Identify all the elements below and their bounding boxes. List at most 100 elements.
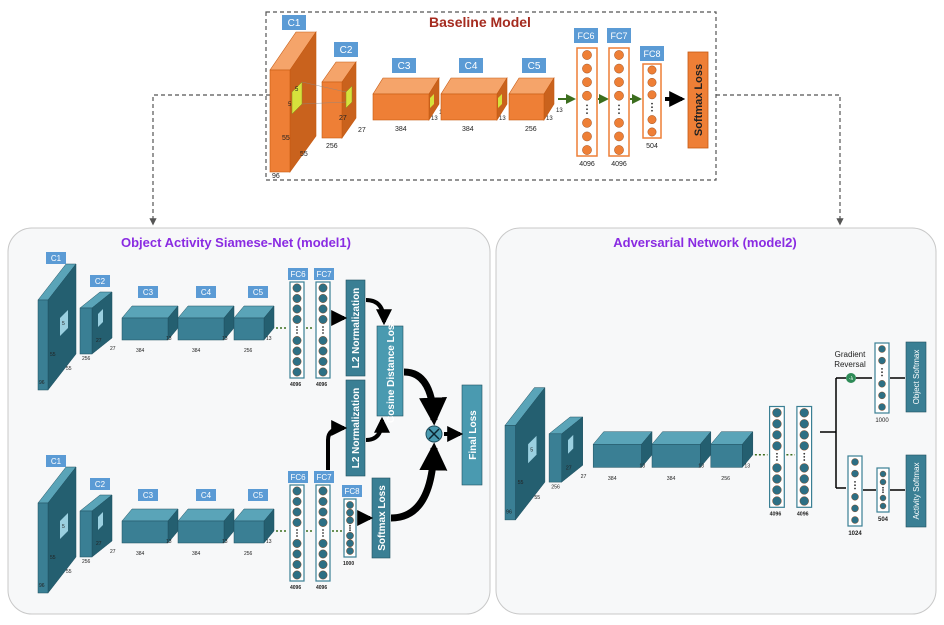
activity-fc1-ellipsis-dot [854, 487, 856, 490]
fc8-size: 504 [646, 143, 658, 150]
layer-label-c1 [46, 252, 66, 264]
fc6-neuron [292, 315, 302, 324]
layer-label-fc6 [288, 471, 308, 483]
fc6-neuron [772, 430, 782, 440]
c2-width: 27 [358, 127, 366, 134]
c1-kernel-label: 5 [62, 524, 65, 530]
object-fc-neuron [878, 391, 886, 400]
c4-depth: 384 [462, 126, 474, 133]
activity-fc1-neuron [851, 493, 859, 501]
fc7-ellipsis-dot [322, 326, 324, 328]
c2-height: 27 [566, 466, 572, 472]
activity-fc2-ellipsis-dot [882, 491, 884, 494]
final-loss-text: Final Loss [468, 410, 479, 460]
gradient-reversal-node [846, 373, 856, 383]
c4-size: 13 [499, 116, 506, 122]
c5-depth: 256 [721, 476, 730, 482]
activity-fc2-neuron [879, 470, 887, 478]
fc7-neuron [799, 430, 809, 440]
c5-size: 13 [266, 539, 272, 545]
c3-size: 13 [166, 336, 172, 342]
model1-bottom-tower: C15555596C22727256C338413C438413C525613F… [37, 455, 362, 594]
fc6-neuron [772, 496, 782, 506]
fc8-neuron [346, 547, 354, 555]
c1-block-front [269, 69, 291, 173]
c4-size: 13 [698, 463, 704, 469]
fc6-neuron [582, 90, 592, 101]
c1-depth: 96 [39, 380, 45, 386]
c5-size: 13 [266, 336, 272, 342]
c3-size: 13 [431, 116, 438, 122]
fc6-ellipsis-dot [296, 529, 298, 531]
fc8-ellipsis-dot [651, 102, 653, 105]
fc6-neuron [772, 441, 782, 451]
object-fc-neuron [878, 403, 886, 411]
c1-kernel [60, 513, 68, 539]
layer-label-fc7-text: FC7 [316, 270, 332, 279]
model2-heads: -λ Gradient Reversal 1000 Object Softmax… [820, 341, 927, 537]
fc6-neuron [772, 463, 782, 473]
c5-size: 13 [546, 116, 553, 122]
c1-kernel [528, 435, 537, 464]
c2-height: 27 [96, 541, 102, 547]
fc8-neuron [647, 127, 657, 137]
layer-label-c2-text: C2 [95, 277, 106, 286]
fc6-neuron [292, 304, 302, 314]
object-fc-size: 1000 [875, 418, 889, 424]
fc8-neuron [346, 539, 354, 548]
fc8-neuron [647, 115, 657, 125]
fc8-neuron [647, 65, 657, 75]
c3-depth: 384 [136, 551, 145, 557]
cosine-distance-loss [376, 325, 404, 417]
fc6-size: 4096 [770, 512, 782, 518]
fc7-neuron [318, 570, 328, 580]
c5-depth: 256 [525, 126, 537, 133]
activity-fc1-neurons [851, 458, 859, 524]
c3-size: 13 [639, 463, 645, 469]
layer-label-c1 [46, 455, 66, 467]
layer-label-c3 [138, 489, 158, 501]
c2-width: 27 [110, 549, 116, 555]
c3-depth: 384 [395, 126, 407, 133]
baseline-softmax-loss-text: Softmax Loss [693, 64, 705, 136]
softmax-to-combine-arrow [390, 442, 448, 522]
fc7-neuron [318, 539, 328, 548]
c2-block-front [79, 307, 93, 355]
fc7-neuron [799, 496, 809, 506]
fc7-neuron [318, 346, 328, 356]
c2-block-front [321, 81, 343, 139]
fc7-neuron [318, 549, 328, 559]
fc8-ellipsis-dot [651, 109, 653, 112]
gradient-reversal-label-1: Gradient [835, 350, 866, 359]
object-fc-ellipsis-dot [881, 374, 883, 377]
fc8-ellipsis-dot [349, 524, 351, 527]
c4-kernel [498, 94, 502, 108]
layer-label-c5-text: C5 [253, 288, 264, 297]
model1-softmax-loss-text: Softmax Loss [377, 485, 388, 551]
c3-size: 13 [166, 539, 172, 545]
c4-block-top [440, 77, 508, 95]
c4-block-front [440, 93, 498, 121]
object-fc-neuron [878, 345, 886, 353]
layer-label-fc7 [607, 28, 631, 43]
fc8-size: 1000 [343, 561, 354, 567]
fc7-ellipsis-dot [618, 104, 620, 107]
fc7-neuron [799, 419, 809, 429]
l2-bottom-to-cosine-arrow [365, 416, 390, 442]
object-fc-ellipsis-dot [881, 371, 883, 374]
fc6-size: 4096 [290, 382, 301, 388]
c4-depth: 384 [192, 348, 201, 354]
fc7-neuron [318, 367, 328, 377]
object-softmax-text: Object Softmax [912, 350, 921, 405]
c1-width: 55 [66, 366, 72, 372]
l2-top-to-cosine-arrow [365, 298, 392, 326]
activity-fc2-size: 504 [878, 517, 889, 523]
fc7-neuron [614, 131, 624, 142]
fc6-size: 4096 [579, 161, 595, 168]
layer-label-fc6 [574, 28, 598, 43]
fc7-neuron [614, 90, 624, 101]
c1-kernel-label-a: 5 [295, 87, 299, 93]
c1-block-front [504, 425, 516, 521]
fc6-neuron [292, 346, 302, 356]
